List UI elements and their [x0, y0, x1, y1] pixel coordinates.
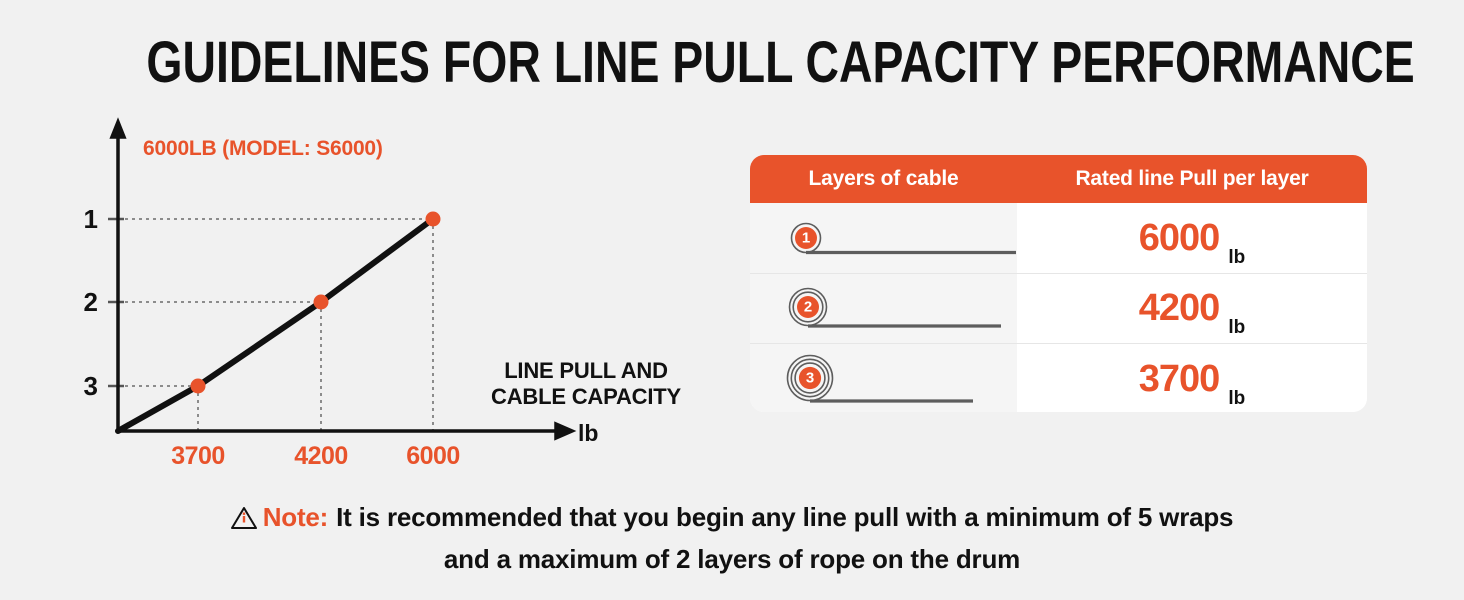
rated-pull-value: 4200 — [1138, 287, 1221, 330]
chart-canvas — [108, 117, 577, 441]
chart-data-line — [115, 216, 436, 434]
line-pull-chart: 6000LB (MODEL: S6000) 1 2 3 3700 4200 60… — [0, 0, 720, 600]
chart-caption: LINE PULL AND CABLE CAPACITY — [466, 358, 706, 410]
table-column-header-rated-pull: Rated line Pull per layer — [1075, 167, 1309, 190]
rated-line-pull-table: Layers of cable Rated line Pull per laye… — [750, 155, 1367, 412]
note-line-1: Note:It is recommended that you begin an… — [0, 498, 1464, 540]
data-point-3700 — [190, 378, 206, 394]
rated-pull-value: 3700 — [1138, 357, 1221, 400]
rated-pull-unit: lb — [1228, 387, 1246, 409]
cell-layers-of-cable: 3 — [750, 344, 1017, 412]
page-title: GUIDELINES FOR LINE PULL CAPACITY PERFOR… — [146, 30, 1415, 95]
table-header-row: Layers of cable Rated line Pull per laye… — [750, 155, 1367, 203]
x-tick-label-4200: 4200 — [294, 442, 348, 470]
cell-rated-pull: 6000 lb — [1017, 203, 1367, 273]
y-tick-label-3: 3 — [83, 371, 98, 401]
table-row: 1 6000 lb — [750, 203, 1367, 274]
rated-pull-unit: lb — [1228, 317, 1246, 339]
chart-caption-line-2: CABLE CAPACITY — [491, 384, 681, 409]
table-row: 3 3700 lb — [750, 344, 1367, 412]
chart-caption-line-1: LINE PULL AND — [504, 358, 668, 383]
note-line-2-text: and a maximum of 2 layers of rope on the… — [443, 544, 1021, 574]
coil-icon: 3 — [786, 354, 973, 403]
table-body: 1 6000 lb — [750, 203, 1367, 412]
cell-layers-of-cable: 2 — [750, 273, 1017, 344]
cell-rated-pull: 4200 lb — [1017, 273, 1367, 344]
note-block: Note:It is recommended that you begin an… — [0, 498, 1464, 578]
coil-layer-number: 3 — [806, 369, 814, 386]
coil-icon: 2 — [788, 288, 1001, 328]
note-label: Note: — [262, 502, 329, 532]
x-tick-label-3700: 3700 — [171, 442, 225, 470]
cable-coil-1: 1 — [776, 203, 1016, 273]
chart-gridlines — [118, 218, 434, 431]
cell-layers-of-cable: 1 — [750, 203, 1017, 273]
x-tick-label-6000: 6000 — [406, 442, 460, 470]
y-axis-arrow — [109, 117, 127, 139]
coil-icon: 1 — [790, 222, 1016, 254]
rated-pull-unit: lb — [1228, 246, 1246, 268]
data-point-4200 — [313, 294, 329, 310]
y-tick-label-2: 2 — [83, 287, 98, 317]
data-point-6000 — [425, 211, 441, 227]
chart-axes — [109, 117, 577, 441]
x-axis-arrow — [554, 421, 577, 441]
y-axis-ticks — [108, 217, 124, 388]
rated-pull-value: 6000 — [1138, 216, 1221, 259]
table-column-header-layers: Layers of cable — [808, 167, 959, 190]
cable-coil-3: 3 — [776, 344, 1016, 412]
chart-data-points — [190, 211, 441, 394]
warning-triangle-icon — [230, 502, 257, 540]
note-line-1-text: It is recommended that you begin any lin… — [336, 502, 1234, 532]
chart-series-label: 6000LB (MODEL: S6000) — [143, 137, 383, 160]
y-tick-label-1: 1 — [83, 204, 98, 234]
coil-layer-number: 2 — [804, 299, 812, 316]
x-axis-unit-label: lb — [578, 420, 599, 446]
table-row: 2 4200 lb — [750, 273, 1367, 345]
cable-coil-2: 2 — [776, 274, 1016, 344]
coil-layer-number: 1 — [802, 229, 810, 246]
cell-rated-pull: 3700 lb — [1017, 344, 1367, 412]
